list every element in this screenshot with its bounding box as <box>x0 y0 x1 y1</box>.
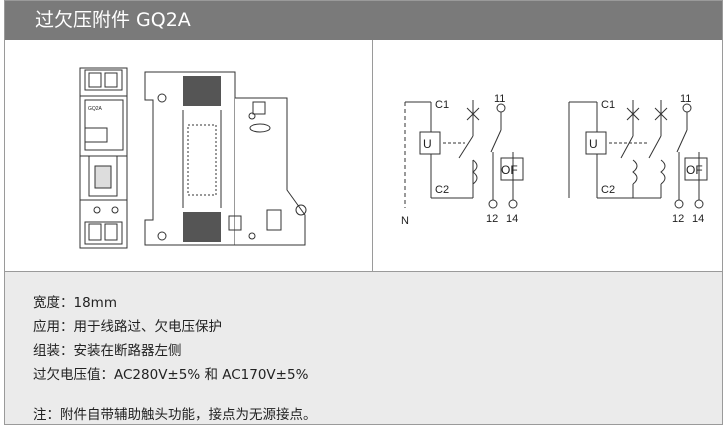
label-c2: C2 <box>435 184 449 196</box>
u-coil-2 <box>585 131 607 155</box>
label-of-2: OF <box>686 163 703 177</box>
label-u-2: U <box>589 137 598 151</box>
spec-voltage: 过欠电压值：AC280V±5% 和 AC170V±5% <box>33 367 309 383</box>
spec-width: 宽度：18mm <box>33 295 117 311</box>
of-box-2 <box>684 157 708 181</box>
spec-note: 注：附件自带辅助触头功能，接点为无源接点。 <box>33 407 317 423</box>
terminal-12: 12 <box>486 213 498 225</box>
spec-assembly: 组装：安装在断路器左侧 <box>33 343 182 359</box>
label-c2-2: C2 <box>601 184 615 196</box>
terminal-11-2: 11 <box>680 93 691 105</box>
product-drawing: GQ2A <box>79 67 307 249</box>
product-drawing-panel: GQ2A <box>5 40 373 272</box>
label-c1-2: C1 <box>601 99 615 111</box>
wiring-diagram-1 <box>404 100 524 209</box>
wiring-diagrams: C1 C2 U N 11 OF 12 14 <box>401 93 708 227</box>
label-c1: C1 <box>435 99 449 111</box>
terminal-14: 14 <box>506 213 518 225</box>
terminal-12-2: 12 <box>672 213 684 225</box>
specs-section: 宽度：18mm 应用：用于线路过、欠电压保护 组装：安装在断路器左侧 过欠电压值… <box>5 272 722 424</box>
of-box <box>500 157 524 181</box>
product-label: GQ2A <box>88 106 103 112</box>
module-terminal-block <box>84 127 108 143</box>
terminal-11: 11 <box>494 93 505 105</box>
page-title: 过欠压附件 GQ2A <box>5 1 722 40</box>
label-u: U <box>423 137 432 151</box>
spec-application: 应用：用于线路过、欠电压保护 <box>33 319 222 335</box>
terminal-14-2: 14 <box>692 213 704 225</box>
module-label-area <box>84 99 124 151</box>
product-card: 过欠压附件 GQ2A GQ2A <box>4 0 723 425</box>
wiring-diagram-2 <box>568 100 708 209</box>
u-coil <box>419 131 441 155</box>
label-of: OF <box>501 163 518 177</box>
front-module <box>79 67 128 249</box>
wiring-diagram-panel: C1 C2 U N 11 OF 12 14 <box>373 40 722 272</box>
label-n: N <box>401 215 409 227</box>
